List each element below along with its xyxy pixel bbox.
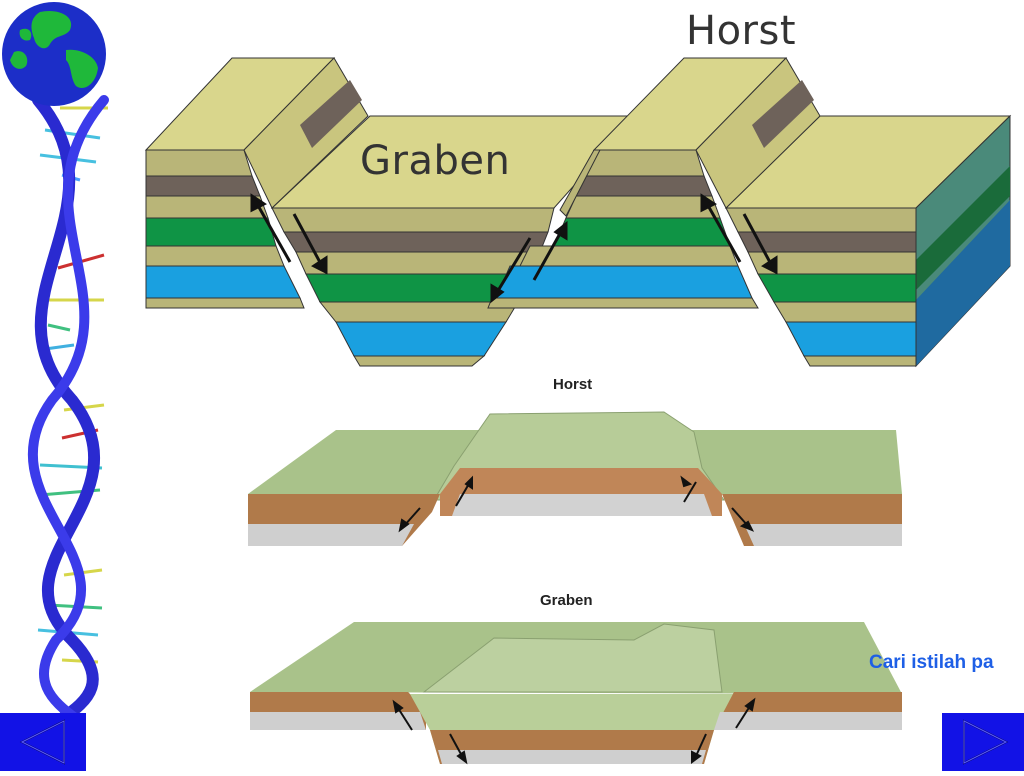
graben-landscape-illustration (250, 622, 902, 765)
globe-icon (2, 2, 106, 106)
triangle-left-icon (19, 719, 65, 765)
horst-top-label: Horst (686, 8, 797, 54)
dna-strand-a (32, 94, 100, 726)
hint-text: Cari istilah pa (869, 652, 994, 673)
fault-motion-arrows (250, 193, 778, 304)
dna-helix-decoration (2, 2, 109, 726)
graben-landscape-caption: Graben (540, 592, 593, 609)
horst-landscape-illustration (248, 411, 902, 546)
prev-slide-button[interactable] (0, 713, 86, 771)
triangle-right-icon (963, 719, 1009, 765)
dna-strand-b (27, 95, 109, 725)
right-block-strata (725, 207, 917, 367)
horst-landscape-caption: Horst (553, 376, 593, 393)
left-horst-strata (145, 149, 305, 309)
next-slide-button[interactable] (942, 713, 1024, 771)
graben-strata (271, 207, 555, 367)
graben-top-label: Graben (360, 138, 511, 184)
horst-graben-block-diagram (144, 57, 1012, 368)
